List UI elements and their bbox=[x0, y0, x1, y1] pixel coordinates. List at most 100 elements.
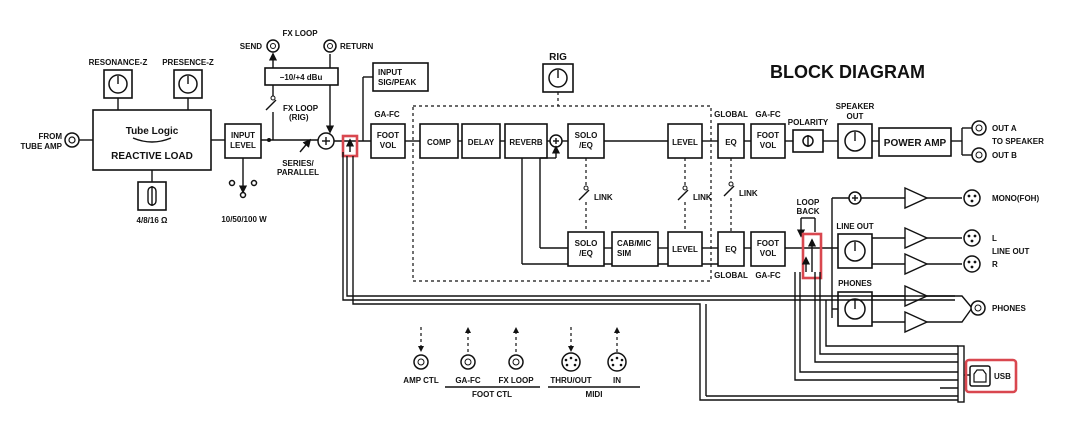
out-a-label: OUT A bbox=[992, 124, 1017, 133]
solo-eq-top-label-2: /EQ bbox=[579, 141, 593, 150]
foot-vol-1-label-1: FOOT bbox=[377, 131, 399, 140]
global-label-top: GLOBAL bbox=[714, 110, 748, 119]
solo-eq-bottom-label-2: /EQ bbox=[579, 249, 593, 258]
usb-highlight bbox=[964, 358, 1018, 394]
usb-label: USB bbox=[994, 372, 1011, 381]
series-parallel-label-2: PARALLEL bbox=[277, 168, 319, 177]
fx-loop-label: FX LOOP bbox=[282, 29, 318, 38]
loop-back-label-2: BACK bbox=[796, 207, 819, 216]
usb-bus bbox=[957, 345, 965, 403]
link-label-3: LINK bbox=[739, 189, 758, 198]
input-level-label-1: INPUT bbox=[231, 131, 255, 140]
mono-foh-jack bbox=[963, 189, 981, 207]
foot-vol-box-3 bbox=[750, 231, 786, 267]
gafc-label-3: GA-FC bbox=[755, 271, 781, 280]
impedance-label: 4/8/16 Ω bbox=[137, 216, 168, 225]
phones-label: PHONES bbox=[838, 279, 872, 288]
line-r-amp-icon bbox=[904, 252, 929, 276]
gafc-label-1: GA-FC bbox=[374, 110, 400, 119]
r-label: R bbox=[992, 260, 998, 269]
power-amp-label: POWER AMP bbox=[884, 138, 947, 149]
input-sig-label-2: SIG/PEAK bbox=[378, 78, 416, 87]
out-b-label: OUT B bbox=[992, 151, 1017, 160]
foot-vol-3-label-2: VOL bbox=[760, 249, 777, 258]
reverb-label: REVERB bbox=[509, 138, 543, 147]
line-out-l-jack bbox=[963, 229, 981, 247]
line-l-amp-icon bbox=[904, 226, 929, 250]
phones-r-amp-icon bbox=[904, 310, 929, 334]
from-label-2: TUBE AMP bbox=[21, 142, 63, 151]
reactive-load-label: REACTIVE LOAD bbox=[111, 151, 193, 162]
comp-label: COMP bbox=[427, 138, 452, 147]
send-label: SEND bbox=[240, 42, 262, 51]
line-out-label: LINE OUT bbox=[836, 222, 873, 231]
diagram-title: BLOCK DIAGRAM bbox=[770, 62, 925, 82]
global-label-bottom: GLOBAL bbox=[714, 271, 748, 280]
input-level-label-2: LEVEL bbox=[230, 141, 256, 150]
from-tube-amp-jack bbox=[64, 132, 80, 148]
loop-back-highlight bbox=[801, 232, 823, 280]
foot-vol-3-label-1: FOOT bbox=[757, 239, 779, 248]
series-parallel-label-1: SERIES/ bbox=[282, 159, 314, 168]
cab-label-1: CAB/MIC bbox=[617, 239, 651, 248]
mono-foh-label: MONO(FOH) bbox=[992, 194, 1039, 203]
speaker-out-label-2: OUT bbox=[847, 112, 864, 121]
link-label-1: LINK bbox=[594, 193, 613, 202]
input-level-box bbox=[224, 123, 262, 159]
in-label: IN bbox=[613, 376, 621, 385]
ga-fc-jack-label: GA-FC bbox=[455, 376, 481, 385]
amp-ctl-label: AMP CTL bbox=[403, 376, 439, 385]
level-bottom-label: LEVEL bbox=[672, 245, 698, 254]
speaker-out-label-1: SPEAKER bbox=[836, 102, 875, 111]
foot-vol-1-label-2: VOL bbox=[380, 141, 397, 150]
solo-eq-top-label-1: SOLO bbox=[575, 131, 598, 140]
solo-eq-box-bottom bbox=[567, 231, 605, 267]
gafc-label-2: GA-FC bbox=[755, 110, 781, 119]
cab-sim-box bbox=[611, 231, 659, 267]
midi-label: MIDI bbox=[586, 390, 603, 399]
reactive-load-box bbox=[92, 109, 212, 171]
mono-amp-icon bbox=[904, 186, 929, 210]
foot-vol-2-label-2: VOL bbox=[760, 141, 777, 150]
delay-label: DELAY bbox=[468, 138, 495, 147]
line-out-r-jack bbox=[963, 255, 981, 273]
foot-ctl-label: FOOT CTL bbox=[472, 390, 512, 399]
phones-out-label: PHONES bbox=[992, 304, 1026, 313]
usb-send-point-highlight bbox=[341, 134, 359, 158]
presence-label: PRESENCE-Z bbox=[162, 58, 214, 67]
level-box-bottom bbox=[667, 231, 703, 267]
thru-out-label: THRU/OUT bbox=[550, 376, 591, 385]
cab-label-2: SIM bbox=[617, 249, 632, 258]
fx-level-label: −10/+4 dBu bbox=[280, 73, 323, 82]
eq-bottom-label: EQ bbox=[725, 245, 737, 254]
fx-loop-rig-label-1: FX LOOP bbox=[283, 104, 319, 113]
wattage-label: 10/50/100 W bbox=[221, 215, 267, 224]
rig-region bbox=[412, 105, 712, 282]
level-top-label: LEVEL bbox=[672, 138, 698, 147]
fx-level-box bbox=[264, 67, 339, 86]
solo-eq-bottom-label-1: SOLO bbox=[575, 239, 598, 248]
polarity-label: POLARITY bbox=[788, 118, 829, 127]
tube-logic-label: Tube Logic bbox=[126, 126, 179, 137]
global-eq-box-top bbox=[717, 123, 745, 159]
return-label: RETURN bbox=[340, 42, 374, 51]
reverb-box bbox=[504, 123, 548, 159]
to-speaker-label: TO SPEAKER bbox=[992, 137, 1044, 146]
global-eq-box-bottom bbox=[717, 231, 745, 267]
line-out-right-label: LINE OUT bbox=[992, 247, 1029, 256]
foot-vol-2-label-1: FOOT bbox=[757, 131, 779, 140]
fx-loop-jack-label: FX LOOP bbox=[498, 376, 534, 385]
eq-top-label: EQ bbox=[725, 138, 737, 147]
link-label-2: LINK bbox=[693, 193, 712, 202]
power-amp-box bbox=[878, 127, 952, 157]
fx-loop-rig-label-2: (RIG) bbox=[289, 113, 309, 122]
input-sig-label-1: INPUT bbox=[378, 68, 402, 77]
rig-label: RIG bbox=[549, 52, 567, 63]
midi-in-jack bbox=[607, 352, 627, 372]
resonance-label: RESONANCE-Z bbox=[89, 58, 148, 67]
l-label: L bbox=[992, 234, 997, 243]
loop-back-label-1: LOOP bbox=[797, 198, 820, 207]
delay-box bbox=[461, 123, 501, 159]
from-label-1: FROM bbox=[38, 132, 62, 141]
